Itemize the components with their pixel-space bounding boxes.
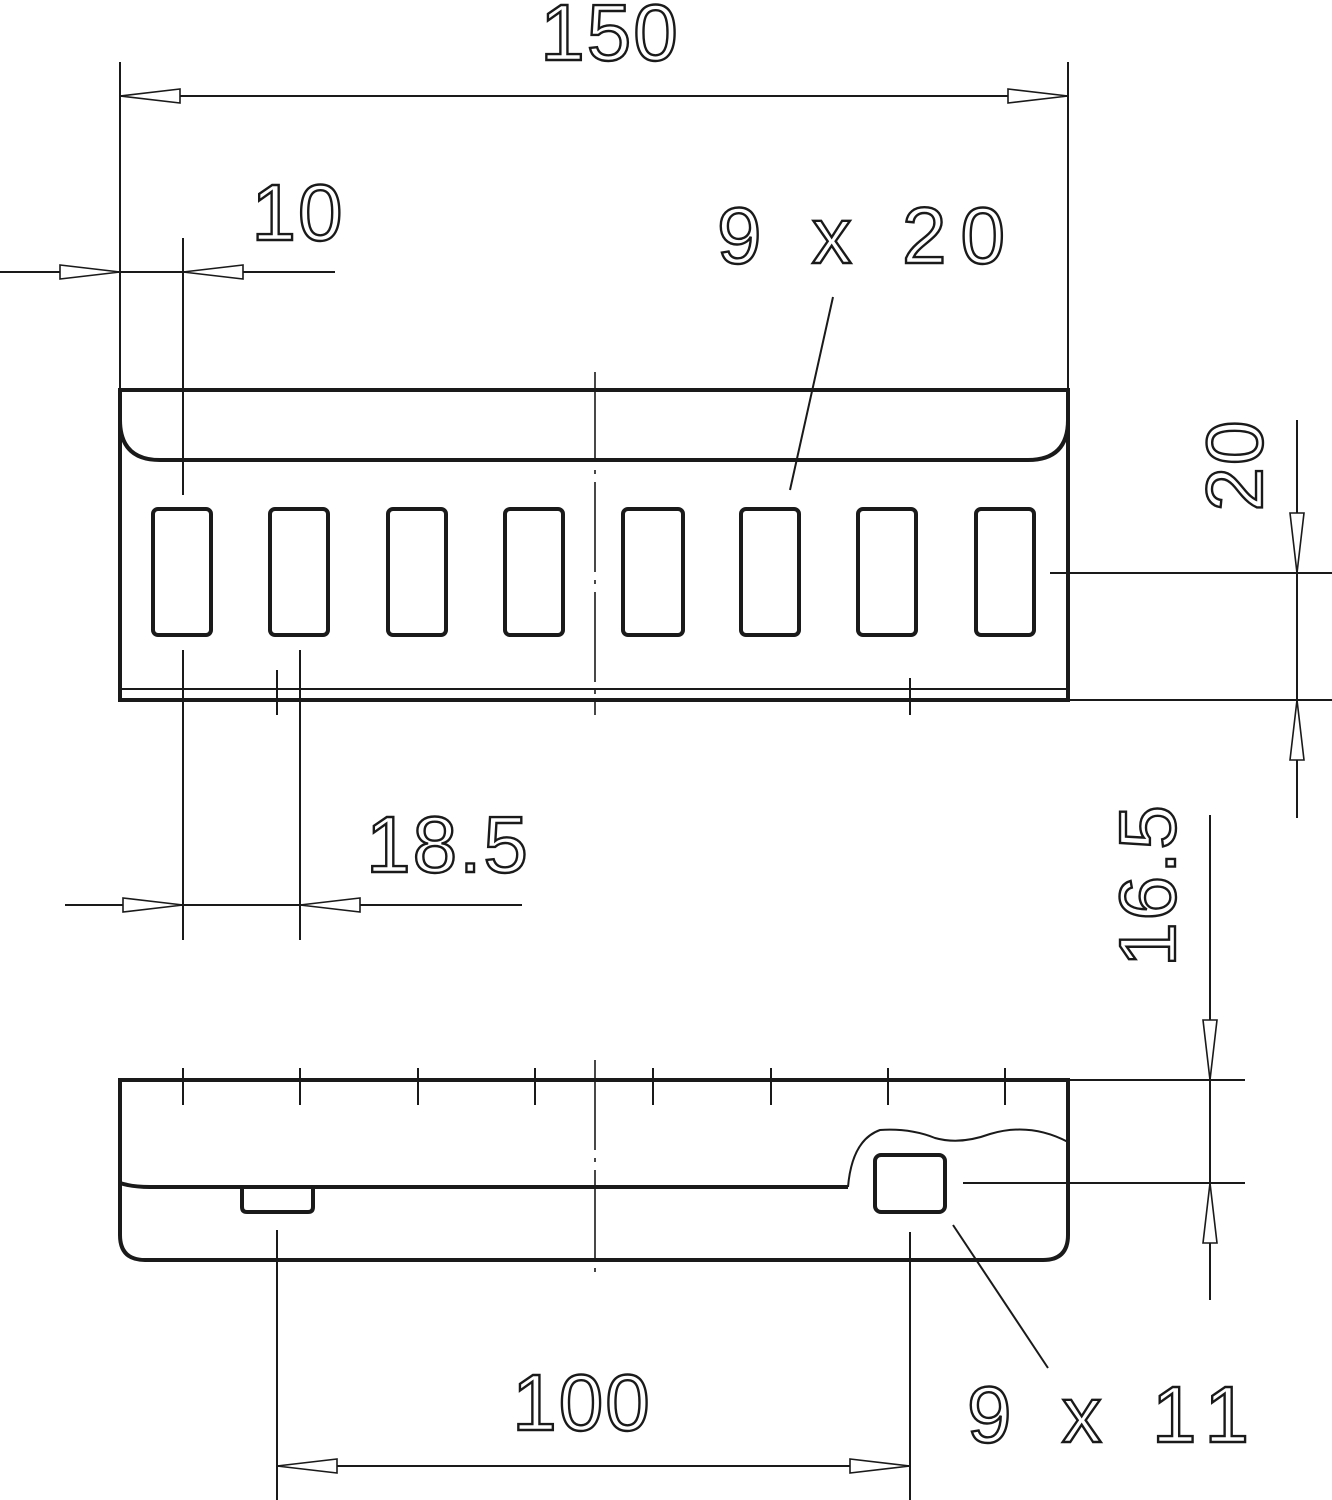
dimension-150: 150 [119, 0, 1069, 390]
dim-label-150: 150 [540, 0, 679, 77]
dimension-100: 100 [276, 1230, 911, 1500]
dim-label-9x20: 9 x 20 [717, 191, 1019, 280]
dim-label-10: 10 [252, 168, 345, 257]
slot-size-callout: 9 x 20 [716, 190, 1019, 491]
dimension-16-5: 16.5 [963, 802, 1245, 1300]
dim-label-20: 20 [1190, 419, 1279, 512]
slots [151, 507, 1036, 637]
dim-label-100: 100 [512, 1358, 651, 1447]
tick-marks [182, 1068, 1006, 1105]
side-view [118, 1060, 1070, 1278]
dimension-20: 20 [1050, 417, 1332, 818]
dimension-18-5: 18.5 [65, 650, 530, 940]
dimension-10: 10 [0, 167, 345, 495]
dim-label-16-5: 16.5 [1103, 803, 1192, 967]
top-view [118, 372, 1070, 715]
dim-label-9x11: 9 x 11 [967, 1370, 1263, 1459]
hole-size-callout: 9 x 11 [952, 1224, 1263, 1460]
dim-label-18-5: 18.5 [366, 800, 530, 889]
